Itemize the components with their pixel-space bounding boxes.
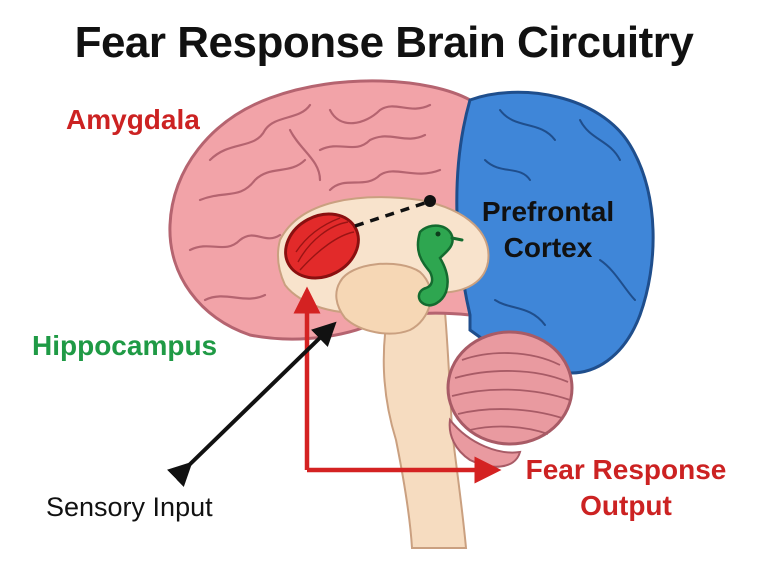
- prefrontal-folds: [484, 109, 636, 326]
- label-fear-response-output: Fear Response Output: [508, 452, 744, 524]
- amygdala-structure: [284, 212, 360, 280]
- label-hippocampus: Hippocampus: [32, 330, 218, 361]
- page-title: Fear Response Brain Circuitry: [74, 18, 694, 67]
- prefrontal-node: [424, 195, 436, 207]
- label-output-line2: Output: [580, 490, 672, 521]
- cortex-folds: [188, 103, 442, 302]
- thalamus: [335, 262, 432, 335]
- cerebellum: [446, 330, 574, 468]
- label-amygdala: Amygdala: [66, 104, 200, 135]
- sensory-input-pathway: [167, 321, 337, 487]
- label-prefrontal-cortex: Prefrontal Cortex: [470, 194, 626, 266]
- label-output-line1: Fear Response: [525, 454, 727, 485]
- label-sensory-input: Sensory Input: [46, 492, 213, 522]
- amygdala-prefrontal-link: [354, 200, 429, 228]
- label-prefrontal-line2: Cortex: [503, 232, 593, 263]
- hippocampus-structure: [416, 224, 464, 307]
- label-prefrontal-line1: Prefrontal: [481, 196, 615, 227]
